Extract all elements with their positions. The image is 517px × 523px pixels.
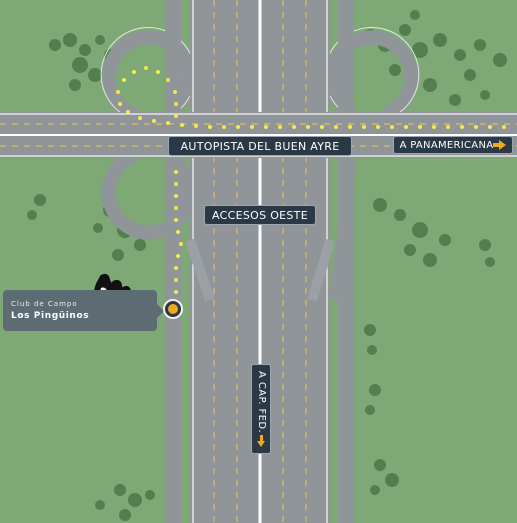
route-dots	[116, 66, 506, 294]
sign-autopista: AUTOPISTA DEL BUEN AYRE	[168, 136, 352, 156]
service-road-east	[338, 0, 354, 523]
arrow-down-icon	[257, 435, 265, 447]
sign-cap-fed: A CAP. FED.	[251, 364, 271, 454]
arrow-right-icon	[493, 140, 507, 150]
location-marker-icon[interactable]	[163, 299, 183, 319]
sign-accesos-oeste: ACCESOS OESTE	[204, 205, 316, 225]
club-label[interactable]: Club de Campo Los Pingüinos	[3, 290, 164, 331]
sign-panamericana: A PANAMERICANA	[393, 136, 513, 154]
club-label-line2: Los Pingüinos	[11, 311, 90, 321]
club-label-line1: Club de Campo	[11, 300, 78, 308]
